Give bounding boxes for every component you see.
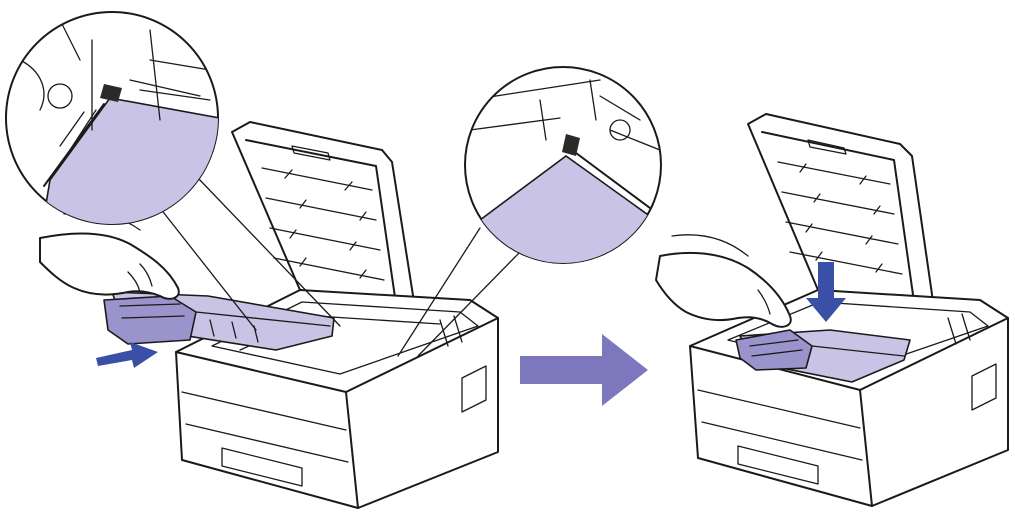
left-printer xyxy=(39,121,499,509)
left-drum-unit xyxy=(103,291,335,351)
push-arrow-icon xyxy=(96,342,158,368)
right-printer-lid xyxy=(747,113,939,337)
left-hand xyxy=(39,211,180,300)
down-arrow-icon xyxy=(806,262,846,322)
right-printer xyxy=(655,113,1009,507)
right-hand xyxy=(655,234,792,328)
right-printer-body xyxy=(689,289,1009,507)
zoom-callout-right xyxy=(397,66,662,357)
right-arrow-icon xyxy=(520,334,648,406)
right-drum-unit xyxy=(735,329,911,383)
